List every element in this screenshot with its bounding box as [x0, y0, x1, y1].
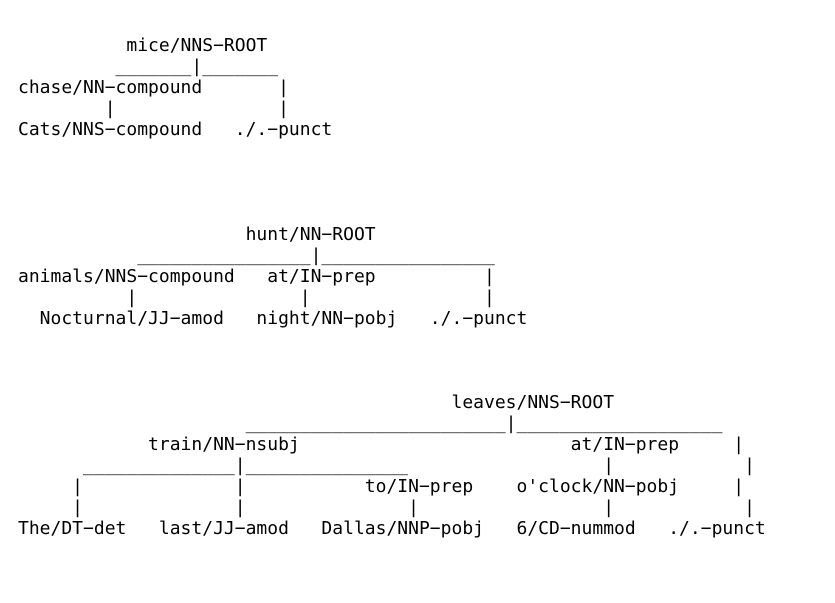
tree-line: animals/NNS−compound at/IN−prep | [18, 266, 495, 287]
tree-line: | | | | | [18, 497, 755, 518]
tree-line: ______________|_______________ | | [18, 455, 755, 476]
tree-line: Nocturnal/JJ−amod night/NN−pobj ./.−punc… [18, 308, 528, 329]
tree-line: The/DT−det last/JJ−amod Dallas/NNP−pobj … [18, 518, 766, 539]
tree-line: Cats/NNS−compound ./.−punct [18, 119, 333, 140]
dependency-tree-3: leaves/NNS−ROOT ________________________… [18, 392, 766, 539]
tree-line: chase/NN−compound | [18, 77, 289, 98]
tree-line: leaves/NNS−ROOT [18, 392, 615, 413]
tree-line: hunt/NN−ROOT [18, 224, 376, 245]
tree-line: _______|_______ [18, 56, 279, 77]
tree-line: mice/NNS−ROOT [18, 35, 268, 56]
dependency-tree-1: mice/NNS−ROOT _______|_______ chase/NN−c… [18, 35, 332, 140]
dependency-tree-2: hunt/NN−ROOT ________________|__________… [18, 224, 527, 329]
tree-line: | | | [18, 287, 495, 308]
tree-line: | | [18, 98, 289, 119]
tree-line: ________________________|_______________… [18, 413, 723, 434]
tree-line: ________________|________________ [18, 245, 495, 266]
tree-line: | | to/IN−prep o'clock/NN−pobj | [18, 476, 745, 497]
tree-line: train/NN−nsubj at/IN−prep | [18, 434, 745, 455]
